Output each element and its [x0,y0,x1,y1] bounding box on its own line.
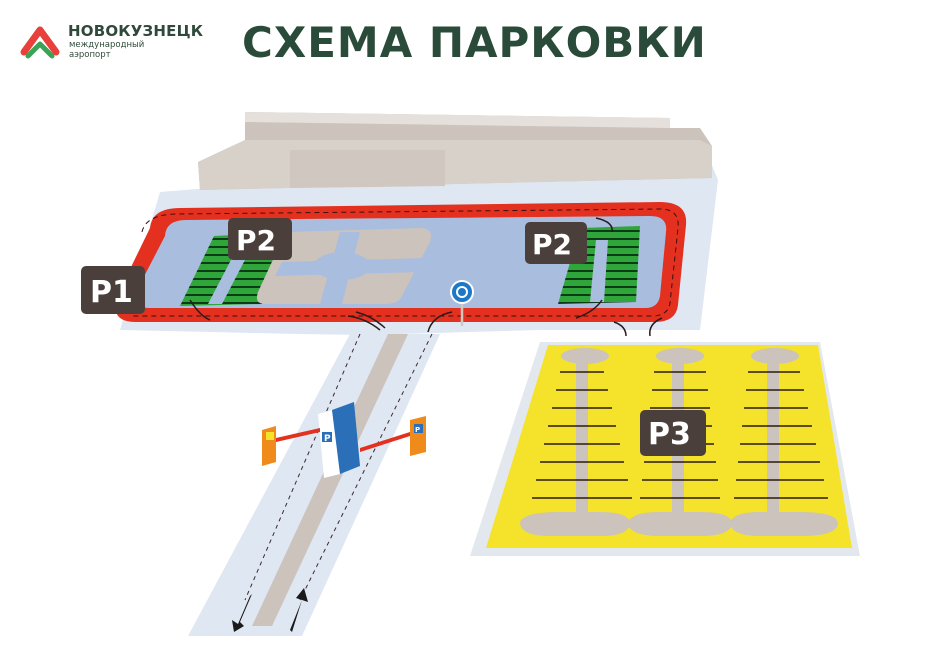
kiosk-parking-sign: P [324,434,331,444]
logo-icon [20,26,60,59]
parking-kiosk-icon: P [318,402,360,478]
central-plaza [256,228,431,304]
label-p3: P3 [640,410,706,456]
p3-lane-1 [520,348,632,536]
brand-name: НОВОКУЗНЕЦК [68,22,204,40]
label-p3-text: P3 [648,417,691,452]
label-p1: P1 [81,266,145,314]
brand-subtitle-line-1: международный [69,40,145,50]
label-p2-right-text: P2 [532,228,572,261]
label-p2-left: P2 [228,218,292,260]
route-arrows [189,217,663,337]
p3-lane-3 [730,348,838,536]
header: НОВОКУЗНЕЦК международный аэропорт СХЕМА… [0,0,947,80]
brand-subtitle-line-2: аэропорт [69,50,111,60]
access-road [188,333,440,636]
label-p1-text: P1 [90,275,133,310]
barrier-parking-sign: P [415,426,420,434]
barrier-icon [262,426,320,466]
road-lane-marking [132,208,679,317]
page-title: СХЕМА ПАРКОВКИ [242,18,707,67]
exit-arrow-icon [232,594,252,632]
entry-arrow-icon [290,588,308,632]
label-p2-left-text: P2 [236,224,276,257]
brand-subtitle: международный аэропорт [69,40,144,60]
roundabout-sign-icon [450,280,474,326]
terminal-building [198,112,712,190]
barrier-icon-right: P [360,416,426,456]
label-p2-right: P2 [525,222,587,264]
